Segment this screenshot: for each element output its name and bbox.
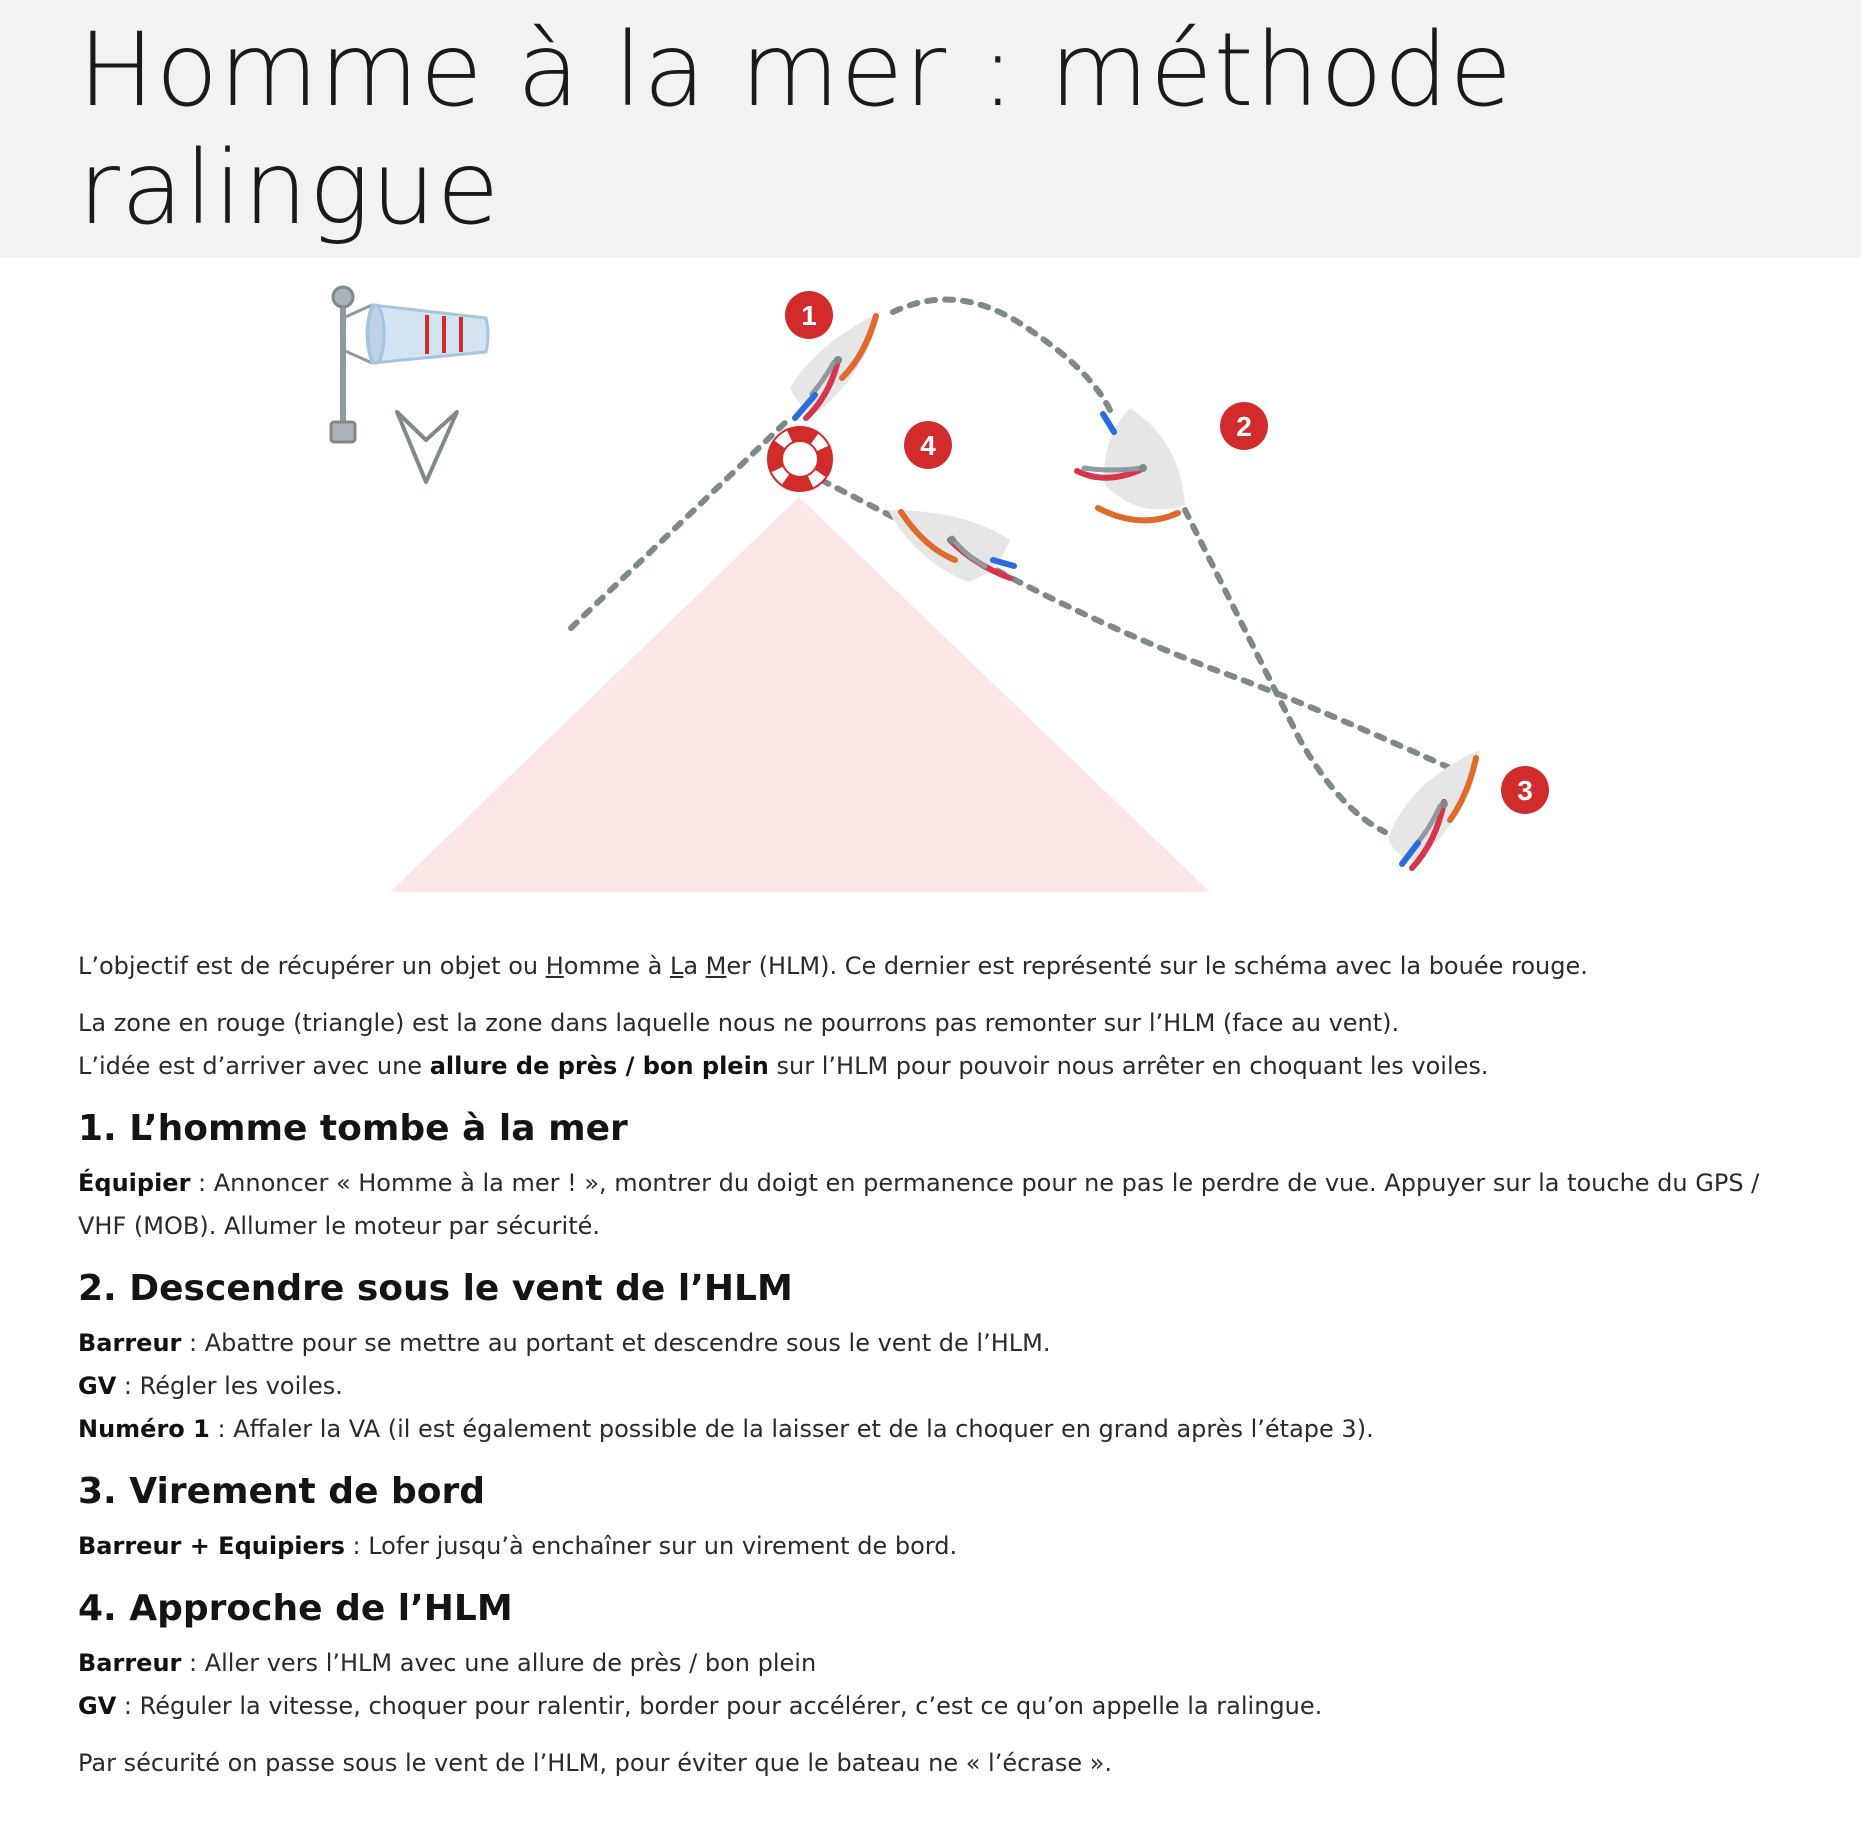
intro-underline-l: L <box>669 952 684 980</box>
section-4-heading: 4. Approche de l’HLM <box>78 1588 513 1629</box>
section-1-paragraph: Équipier : Annoncer « Homme à la mer ! »… <box>78 1162 1798 1248</box>
boom-1 <box>809 359 837 397</box>
boom-3 <box>1415 803 1443 845</box>
intro-underline-h: H <box>545 952 564 980</box>
step-marker-2: 2 <box>1220 402 1268 450</box>
page-title: Homme à la mer : méthode ralingue <box>78 12 1513 248</box>
sailboat-3 <box>1388 750 1480 871</box>
windsock-icon <box>329 285 490 444</box>
intro-text-2: omme à <box>563 952 670 980</box>
step-marker-1: 1 <box>785 291 833 339</box>
sailboat-1 <box>790 312 880 421</box>
section-2-heading: 2. Descendre sous le vent de l’HLM <box>78 1268 793 1309</box>
path-to-2 <box>890 296 1113 413</box>
mainsail-1 <box>803 357 841 421</box>
idea-text-after: sur l’HLM pour pouvoir nous arrêter en c… <box>768 1052 1489 1080</box>
wind-direction-arrow-icon <box>395 410 459 484</box>
role-label: GV <box>78 1692 117 1720</box>
jib-sail-4 <box>898 509 958 563</box>
role-instruction: : Aller vers l’HLM avec une allure de pr… <box>181 1649 817 1677</box>
step-marker-1-label: 1 <box>801 300 817 331</box>
section-3-heading: 3. Virement de bord <box>78 1471 486 1512</box>
intro-text-1: L’objectif est de récupérer un objet ou <box>78 952 546 980</box>
mainsail-3 <box>1409 799 1447 871</box>
telltale-1 <box>792 392 818 421</box>
path-return <box>822 479 1453 771</box>
role-instruction: : Réguler la vitesse, choquer pour ralen… <box>116 1692 1323 1720</box>
step-marker-2-label: 2 <box>1236 411 1252 442</box>
step-marker-4: 4 <box>904 421 952 469</box>
no-go-zone-triangle <box>390 497 1210 892</box>
intro-text-4: er (HLM). Ce dernier est représenté sur … <box>726 952 1588 980</box>
path-to-3 <box>1182 507 1388 835</box>
role-instruction: : Annoncer « Homme à la mer ! », montrer… <box>78 1169 1760 1240</box>
page-header: Homme à la mer : méthode ralingue <box>0 0 1861 258</box>
role-label: Barreur + Equipiers <box>78 1532 345 1560</box>
role-instruction: : Régler les voiles. <box>116 1372 343 1400</box>
sailboat-4 <box>888 509 1017 582</box>
role-label: Équipier <box>78 1169 191 1197</box>
telltale-3 <box>1399 840 1421 867</box>
page-title-line-2: ralingue <box>78 129 501 248</box>
section-4-paragraph: Barreur : Aller vers l’HLM avec une allu… <box>78 1642 1798 1728</box>
role-label: GV <box>78 1372 117 1400</box>
role-instruction: : Lofer jusqu’à enchaîner sur un viremen… <box>344 1532 958 1560</box>
closing-paragraph: Par sécurité on passe sous le vent de l’… <box>78 1749 1113 1777</box>
mob-diagram: 1 2 3 4 <box>329 285 1549 892</box>
section-1-heading: 1. L’homme tombe à la mer <box>78 1108 628 1149</box>
jib-sail-2 <box>1095 505 1181 524</box>
telltale-2 <box>1100 411 1117 435</box>
intro-paragraph: L’objectif est de récupérer un objet ou … <box>78 945 1798 988</box>
step-marker-3-label: 3 <box>1517 775 1533 806</box>
role-instruction: : Abattre pour se mettre au portant et d… <box>181 1329 1051 1357</box>
role-label: Barreur <box>78 1649 182 1677</box>
zone-paragraph: La zone en rouge (triangle) est la zone … <box>78 1002 1798 1088</box>
jib-sail-3 <box>1447 755 1479 823</box>
step-marker-4-label: 4 <box>920 430 936 461</box>
role-instruction: : Affaler la VA (il est également possib… <box>209 1415 1374 1443</box>
telltale-4 <box>990 557 1017 569</box>
sailboat-2 <box>1074 408 1185 524</box>
path-approach <box>568 415 793 631</box>
page-title-line-1: Homme à la mer : méthode <box>78 11 1514 130</box>
jib-sail-1 <box>839 313 879 381</box>
zone-line: La zone en rouge (triangle) est la zone … <box>78 1009 1400 1037</box>
idea-text-before: L’idée est d’arriver avec une <box>78 1052 430 1080</box>
mainsail-2 <box>1074 467 1143 481</box>
role-label: Numéro 1 <box>78 1415 210 1443</box>
boom-2 <box>1081 465 1146 473</box>
article-body: L’objectif est de récupérer un objet ou … <box>78 945 1798 1799</box>
role-label: Barreur <box>78 1329 182 1357</box>
section-3-paragraph: Barreur + Equipiers : Lofer jusqu’à ench… <box>78 1525 1798 1568</box>
lifebuoy-icon <box>767 426 833 492</box>
intro-text-3: a <box>683 952 706 980</box>
section-2-paragraph: Barreur : Abattre pour se mettre au port… <box>78 1322 1798 1451</box>
step-marker-3: 3 <box>1501 766 1549 814</box>
intro-underline-m: M <box>705 952 727 980</box>
idea-text-bold: allure de près / bon plein <box>429 1052 769 1080</box>
